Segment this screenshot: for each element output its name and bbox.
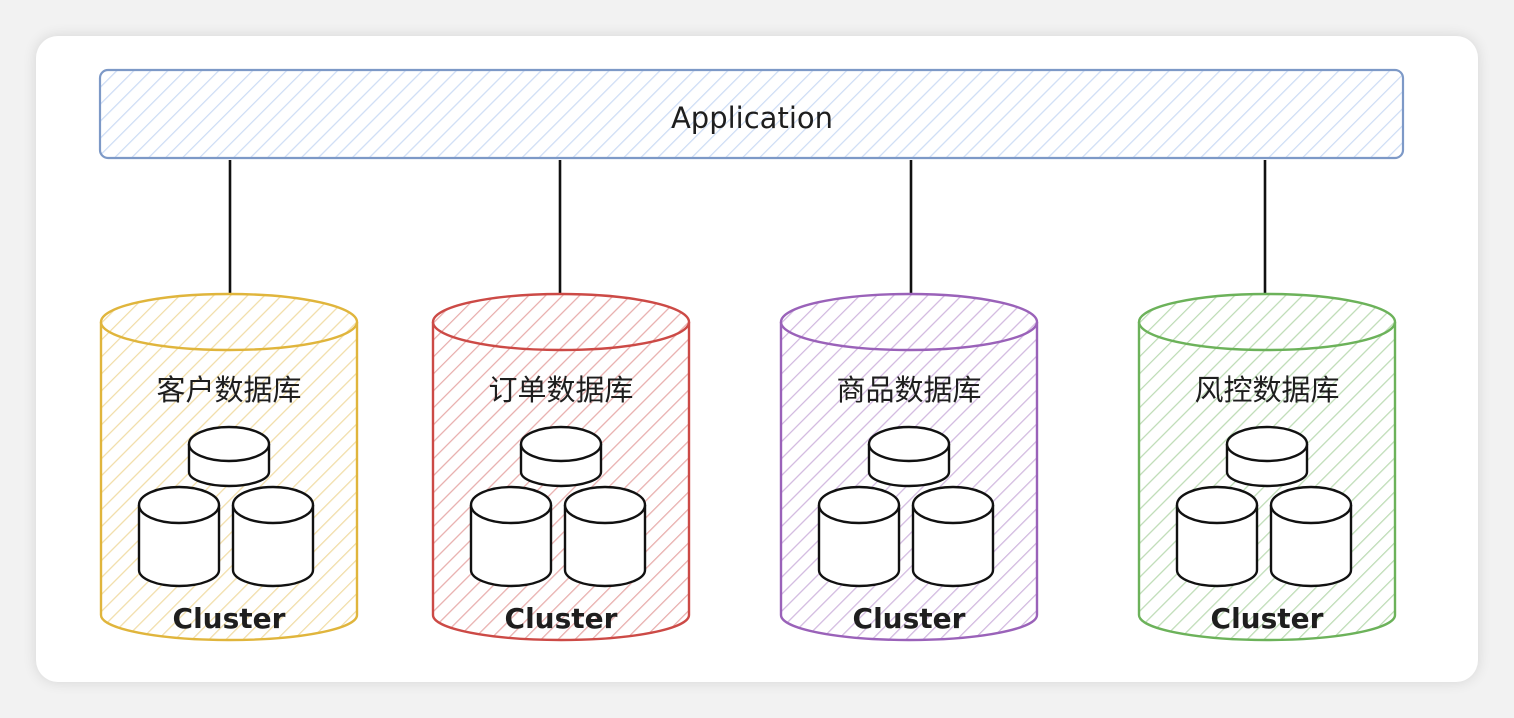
db-name: 订单数据库 xyxy=(488,373,633,407)
database-risk-control: 风控数据库 Cluster xyxy=(1137,292,1397,642)
database-product: 商品数据库 Cluster xyxy=(779,292,1039,642)
arrows xyxy=(230,160,1265,320)
cluster-label: Cluster xyxy=(173,602,286,635)
cluster-icon xyxy=(137,425,315,588)
cluster-label: Cluster xyxy=(505,602,618,635)
db-name: 商品数据库 xyxy=(836,373,981,407)
db-name: 客户数据库 xyxy=(156,373,301,407)
cluster-label: Cluster xyxy=(1211,602,1324,635)
cluster-icon xyxy=(817,425,995,588)
database-customer: 客户数据库 Cluster xyxy=(99,292,359,642)
cluster-icon xyxy=(469,425,647,588)
cluster-label: Cluster xyxy=(853,602,966,635)
application-label: Application xyxy=(671,101,833,135)
db-name: 风控数据库 xyxy=(1194,373,1339,407)
cluster-icon xyxy=(1175,425,1353,588)
application-box: Application xyxy=(98,68,1405,160)
database-order: 订单数据库 Cluster xyxy=(431,292,691,642)
